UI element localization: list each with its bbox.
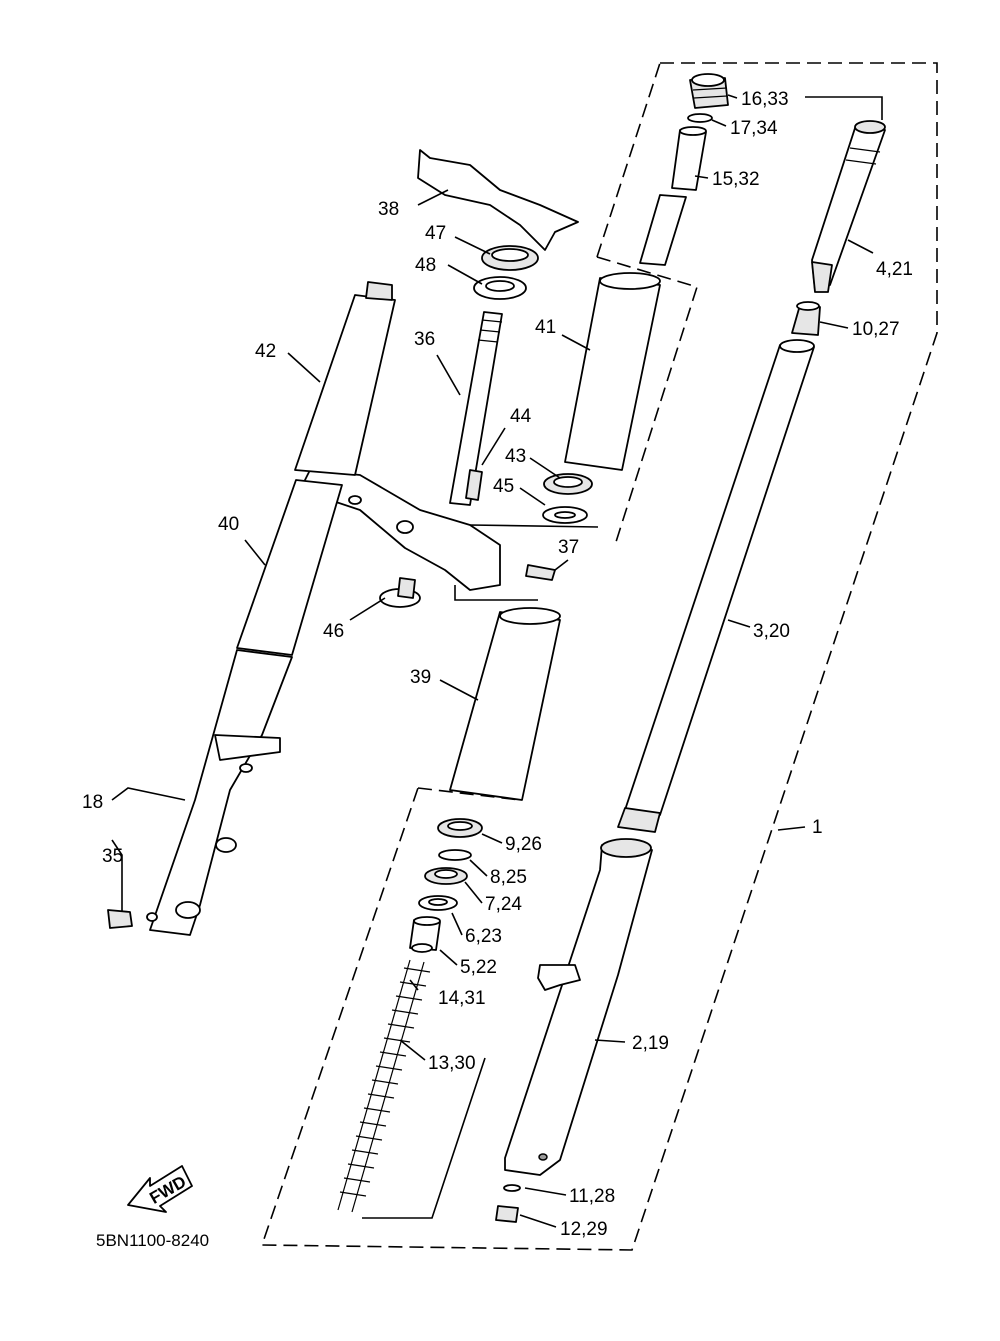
callout-39: 39 [410,667,431,688]
callout-13-30: 13,30 [428,1053,476,1074]
diagram-code: 5BN1100-8240 [96,1231,209,1250]
callout-36: 36 [414,329,435,350]
metal-slide [409,916,441,951]
callout-46: 46 [323,621,344,642]
callout-38: 38 [378,199,399,220]
reference-line-spring [362,1057,486,1219]
callout-40: 40 [218,514,239,535]
callout-10-27: 10,27 [852,319,900,340]
cover-plate [417,149,579,251]
under-bracket [299,469,501,591]
metal-ring [411,943,433,953]
lock-washer [542,506,588,524]
reference-line-bracket [454,585,538,601]
cover-lower-left [236,479,343,656]
callout-5-22: 5,22 [460,957,497,978]
dust-seal [437,818,483,838]
callout-18: 18 [82,792,103,813]
callout-35: 35 [102,846,123,867]
spacer-lower [639,194,687,266]
callout-43: 43 [505,446,526,467]
callout-44: 44 [510,406,532,427]
callout-9-26: 9,26 [505,834,542,855]
outer-tube-left [149,649,293,936]
callout-2-19: 2,19 [632,1033,669,1054]
outer-tube [504,838,653,1176]
fork-cover-right [564,272,661,471]
group-boundary-outer [260,62,938,1251]
callout-11-28: 11,28 [569,1186,615,1207]
ring-nut [543,473,593,495]
bearing-47 [481,245,539,271]
group-boundary-cap [596,256,699,546]
cap-46 [379,577,421,608]
spacer-upper [671,126,707,191]
cover-upper-left [294,281,396,476]
callout-6-23: 6,23 [465,926,502,947]
callout-17-34: 17,34 [730,118,778,139]
callout-42: 42 [255,341,276,362]
callout-37: 37 [558,537,579,558]
callout-8-25: 8,25 [490,867,527,888]
forward-arrow-icon: FWD [127,1165,193,1213]
callout-1: 1 [812,817,823,838]
fork-spring [337,959,431,1213]
gasket-11 [503,1184,521,1192]
callout-7-24: 7,24 [485,894,522,915]
callout-3-20: 3,20 [753,621,790,642]
stopper-ring [438,849,472,861]
collar [791,301,821,336]
damper-rod [811,120,886,293]
callout-14-31: 14,31 [438,988,486,1009]
callout-16-33: 16,33 [741,89,789,110]
callout-15-32: 15,32 [712,169,760,190]
callout-12-29: 12,29 [560,1219,608,1240]
steering-stem [449,311,503,506]
callout-41: 41 [535,317,556,338]
leader-lines [111,94,874,1228]
cap-bolt [689,73,729,109]
o-ring [687,113,713,123]
oil-seal [424,867,468,885]
pinch-bolt [465,469,483,501]
bolt-37 [525,564,556,581]
bolt-12 [495,1205,519,1223]
washer-6 [418,895,458,911]
callout-48: 48 [415,255,436,276]
reference-line-cap-to-inner [805,96,883,120]
callout-45: 45 [493,476,514,497]
callout-4-21: 4,21 [876,259,913,280]
inner-tube [617,339,815,833]
group-boundary-upper [596,62,661,258]
callout-47: 47 [425,223,446,244]
cover-tube-lower [449,607,561,801]
bolt-35 [107,909,158,929]
bearing-48 [473,276,527,300]
